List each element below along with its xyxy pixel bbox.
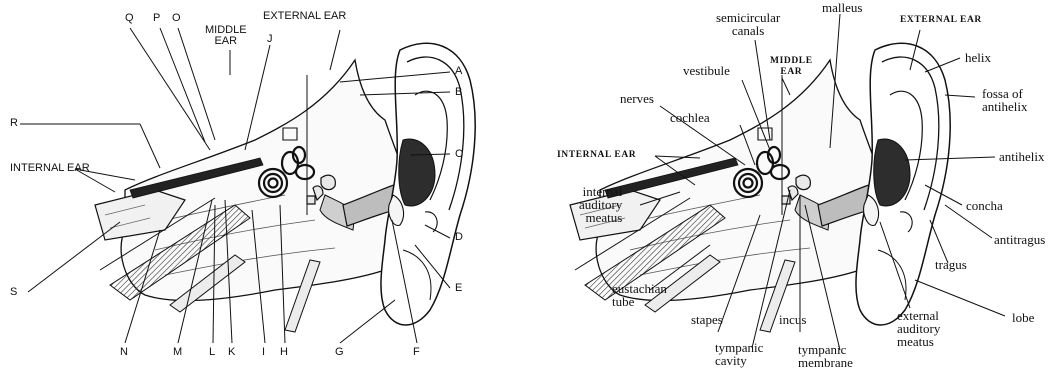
letter-a: A [455, 66, 462, 77]
label-external-auditory-meatus: external auditory meatus [897, 309, 940, 348]
label-eustachian-tube: eustachian tube [612, 282, 667, 308]
letter-j: J [267, 34, 273, 45]
label-antitragus: antitragus [994, 233, 1045, 246]
letter-g: G [335, 347, 344, 358]
label-concha: concha [966, 199, 1003, 212]
label-tympanic-cavity: tympanic cavity [715, 341, 763, 367]
label-external-ear-left: EXTERNAL EAR [263, 11, 346, 22]
label-incus: incus [779, 313, 806, 326]
letter-p: P [153, 13, 160, 24]
label-tympanic-membrane: tympanic membrane [798, 343, 853, 369]
letter-i: I [262, 347, 265, 358]
letter-k: K [228, 347, 235, 358]
letter-m: M [173, 347, 182, 358]
letter-f: F [413, 347, 420, 358]
label-cochlea: cochlea [670, 111, 710, 124]
label-nerves: nerves [620, 92, 654, 105]
letter-q: Q [125, 13, 134, 24]
label-malleus: malleus [822, 1, 862, 14]
label-tragus: tragus [935, 258, 967, 271]
label-helix: helix [965, 51, 991, 64]
letter-c: C [455, 149, 463, 160]
label-internal-ear-right: INTERNAL EAR [557, 151, 636, 161]
label-middle-ear-right: MIDDLE EAR [770, 56, 813, 78]
label-semicircular-canals: semicircular canals [716, 11, 780, 37]
label-stapes: stapes [691, 313, 723, 326]
letter-r: R [10, 118, 18, 129]
letter-l: L [209, 347, 215, 358]
letter-s: S [10, 287, 17, 298]
label-external-ear-right: EXTERNAL EAR [900, 16, 982, 26]
letter-h: H [280, 347, 288, 358]
letter-e: E [455, 283, 462, 294]
label-internal-auditory-meatus: internal auditory meatus [579, 185, 622, 224]
label-lobe: lobe [1012, 311, 1034, 324]
letter-o: O [172, 13, 181, 24]
label-antihelix: antihelix [999, 150, 1045, 163]
letter-d: D [455, 232, 463, 243]
letter-n: N [120, 347, 128, 358]
label-middle-ear-left: MIDDLE EAR [205, 25, 247, 47]
label-internal-ear-left: INTERNAL EAR [10, 163, 90, 174]
letter-b: B [455, 87, 462, 98]
label-fossa-of-antihelix: fossa of antihelix [982, 87, 1028, 113]
left-ear-illustration [95, 43, 475, 332]
label-vestibule: vestibule [683, 64, 730, 77]
